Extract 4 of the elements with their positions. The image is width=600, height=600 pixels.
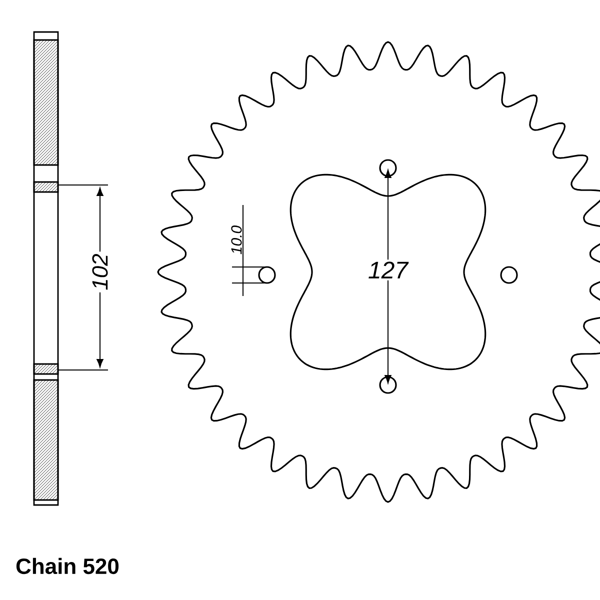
dimension-label: 102 <box>90 252 110 292</box>
dimension-label: 127 <box>366 260 410 280</box>
dimension-label: 10.0 <box>231 226 242 254</box>
caption: Chain 520 <box>16 558 119 574</box>
